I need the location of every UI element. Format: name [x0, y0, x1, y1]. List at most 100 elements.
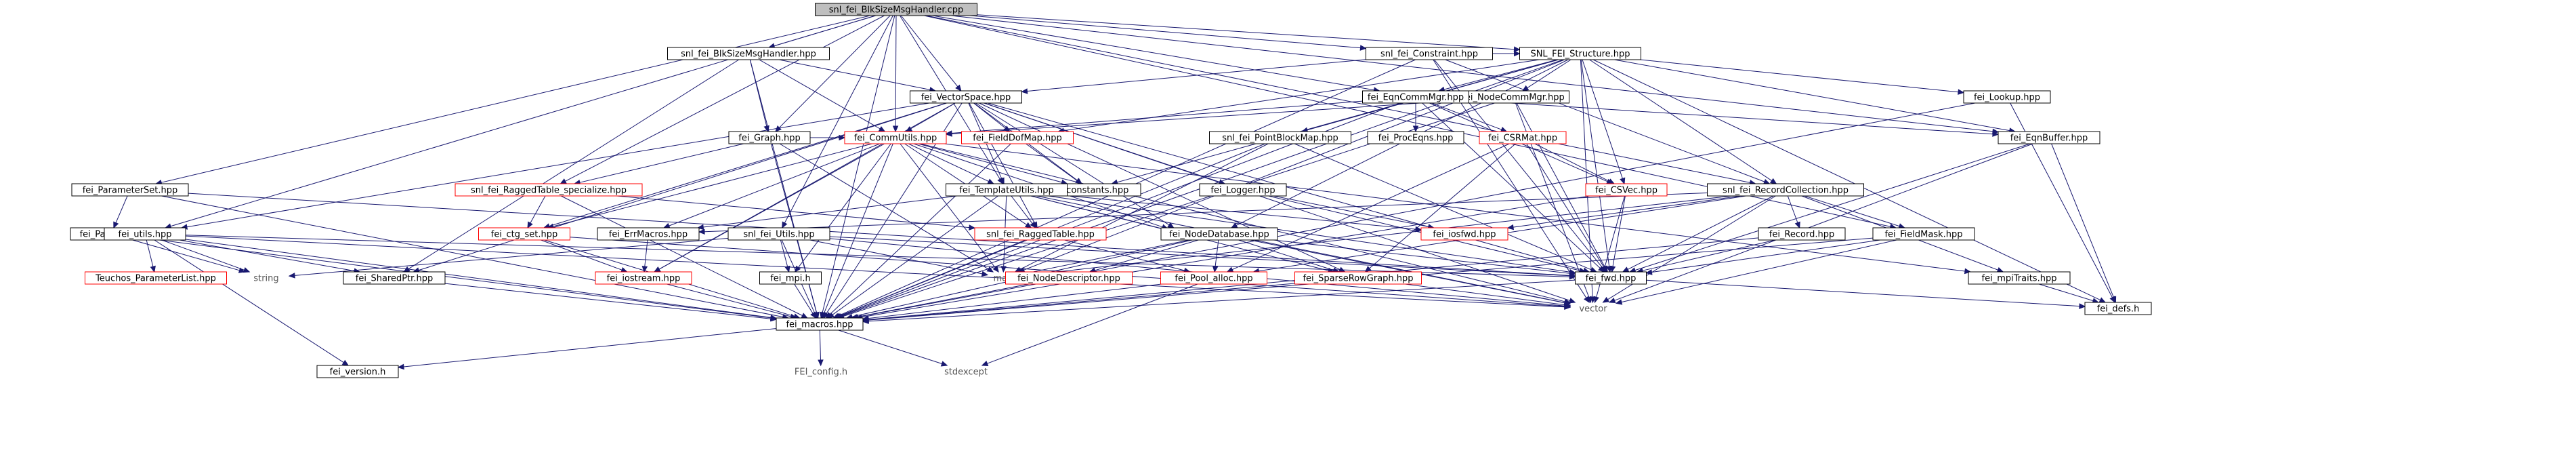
- graph-node-fmask[interactable]: fei_FieldMask.hpp: [1872, 227, 1975, 241]
- graph-node-tu[interactable]: fei_TemplateUtils.hpp: [946, 183, 1068, 197]
- node-box: [1294, 271, 1422, 285]
- graph-node-tpl[interactable]: Teuchos_ParameterList.hpp: [85, 271, 227, 285]
- edge-line: [868, 283, 1162, 319]
- graph-node-csrmat[interactable]: fei_CSRMat.hpp: [1479, 131, 1567, 144]
- edge-line: [1612, 195, 1626, 267]
- edge-eqnbuf-to-fwd: [1628, 143, 2031, 273]
- edge-rts-to-rtab: [616, 195, 976, 231]
- graph-node-errm[interactable]: fei_ErrMacros.hpp: [597, 227, 700, 241]
- graph-node-root[interactable]: snl_fei_BlkSizeMsgHandler.cpp: [815, 3, 977, 16]
- edge-arrowhead: [1615, 299, 1623, 305]
- edge-arrowhead: [1564, 302, 1571, 308]
- graph-node-stdexcept: stdexcept: [944, 367, 988, 378]
- graph-node-mpi[interactable]: fei_mpi.h: [759, 271, 822, 285]
- graph-node-ndb[interactable]: fei_NodeDatabase.hpp: [1160, 227, 1278, 241]
- edge-line: [951, 100, 1363, 134]
- graph-node-proc[interactable]: fei_ProcEqns.hpp: [1367, 131, 1464, 144]
- edge-root-to-rc: [926, 15, 1756, 186]
- edge-arrowhead: [998, 177, 1005, 185]
- graph-node-sp[interactable]: fei_SharedPtr.hpp: [343, 271, 446, 285]
- edge-line: [1621, 239, 1897, 303]
- graph-node-ctg[interactable]: fei_ctg_set.hpp: [478, 227, 570, 241]
- edge-line: [779, 15, 891, 128]
- edge-arrowhead: [1359, 45, 1367, 51]
- graph-node-vector: vector: [1579, 304, 1607, 315]
- edge-ecm-to-fwd: [1422, 102, 1605, 273]
- edge-line: [1589, 59, 1773, 182]
- graph-node-rtab[interactable]: snl_fei_RaggedTable.hpp: [974, 227, 1107, 241]
- edge-line: [1422, 102, 1601, 268]
- graph-node-struct[interactable]: SNL_FEI_Structure.hpp: [1519, 47, 1641, 60]
- edge-csrmat-to-pool: [1226, 143, 1510, 273]
- graph-node-macros[interactable]: fei_macros.hpp: [776, 317, 864, 331]
- node-label: fei_defs.h: [2097, 304, 2140, 315]
- graph-node-fdm[interactable]: fei_FieldDofMap.hpp: [961, 131, 1074, 144]
- edge-macros-to-config: [818, 330, 824, 367]
- graph-node-eqnbuf[interactable]: fei_EqnBuffer.hpp: [1998, 131, 2100, 144]
- graph-node-cons[interactable]: snl_fei_Constraint.hpp: [1366, 47, 1493, 60]
- edge-line: [1526, 143, 1605, 268]
- edge-pool-to-stdexcept: [981, 283, 1198, 367]
- graph-node-mpitraits[interactable]: fei_mpiTraits.hpp: [1968, 271, 2071, 285]
- edge-line: [161, 15, 870, 183]
- graph-node-nd[interactable]: fei_NodeDescriptor.hpp: [1005, 271, 1133, 285]
- edge-line: [703, 195, 957, 228]
- edge-line: [179, 239, 355, 272]
- node-box: [85, 271, 227, 285]
- edge-arrowhead: [992, 265, 999, 273]
- node-box: [1963, 90, 2051, 104]
- graph-node-vs[interactable]: fei_VectorSpace.hpp: [910, 90, 1022, 104]
- graph-node-iosfwd[interactable]: fei_iosfwd.hpp: [1420, 227, 1508, 241]
- node-box: [104, 227, 186, 241]
- edge-arrowhead: [113, 221, 119, 229]
- node-label: snl_fei_PointBlockMap.hpp: [1222, 134, 1338, 144]
- graph-node-ecm[interactable]: fei_EqnCommMgr.hpp: [1362, 90, 1469, 104]
- graph-node-rts[interactable]: snl_fei_RaggedTable_specialize.hpp: [455, 183, 643, 197]
- edge-line: [2039, 283, 2094, 302]
- graph-node-record[interactable]: fei_Record.hpp: [1758, 227, 1846, 241]
- edge-arrowhead: [1167, 222, 1175, 228]
- edge-line: [565, 15, 885, 182]
- edge-line: [151, 239, 772, 319]
- node-box: [727, 227, 830, 241]
- edge-line: [1431, 102, 1502, 130]
- graph-node-string: string: [253, 274, 278, 284]
- graph-node-logger[interactable]: fei_Logger.hpp: [1199, 183, 1287, 197]
- edge-line: [146, 239, 154, 267]
- node-box: [1005, 271, 1133, 285]
- edge-eqnbuf-to-defs: [2051, 143, 2117, 304]
- edge-sp-to-macros: [444, 283, 778, 322]
- edge-fmask-to-fwd: [1645, 239, 1881, 275]
- edge-arrowhead: [981, 271, 989, 277]
- graph-node-config: FEI_config.h: [795, 367, 847, 378]
- graph-node-pool[interactable]: fei_Pool_alloc.hpp: [1160, 271, 1267, 285]
- edge-arrowhead: [1500, 127, 1508, 132]
- graph-node-bsh[interactable]: snl_fei_BlkSizeMsgHandler.hpp: [667, 47, 830, 60]
- graph-node-lookup[interactable]: fei_Lookup.hpp: [1963, 90, 2051, 104]
- graph-node-fwd[interactable]: fei_fwd.hpp: [1575, 271, 1647, 285]
- edge-line: [1527, 59, 1571, 89]
- graph-node-defs[interactable]: fei_defs.h: [2084, 302, 2152, 315]
- node-box: [316, 365, 399, 378]
- graph-node-comm[interactable]: fei_CommUtils.hpp: [844, 131, 947, 144]
- graph-node-sutils[interactable]: snl_fei_Utils.hpp: [727, 227, 830, 241]
- node-label: fei_Logger.hpp: [1210, 186, 1275, 196]
- edge-line: [975, 102, 1170, 226]
- graph-node-version[interactable]: fei_version.h: [316, 365, 399, 378]
- edge-ps-to-macros: [161, 195, 789, 320]
- edge-arrowhead: [821, 311, 827, 319]
- edge-arrowhead: [698, 228, 705, 235]
- graph-node-csvec[interactable]: fei_CSVec.hpp: [1585, 183, 1668, 197]
- node-box: [1968, 271, 2071, 285]
- graph-node-rc[interactable]: snl_fei_RecordCollection.hpp: [1707, 183, 1864, 197]
- graph-node-graph[interactable]: fei_Graph.hpp: [728, 131, 811, 144]
- node-label: fei_NodeDescriptor.hpp: [1017, 274, 1120, 284]
- graph-node-ncm[interactable]: fei_NodeCommMgr.hpp: [1457, 90, 1569, 104]
- graph-node-pbm[interactable]: snl_fei_PointBlockMap.hpp: [1209, 131, 1351, 144]
- edge-arrowhead: [242, 267, 251, 273]
- graph-node-ps[interactable]: fei_ParameterSet.hpp: [71, 183, 189, 197]
- graph-node-utils[interactable]: fei_utils.hpp: [104, 227, 186, 241]
- graph-node-iostream[interactable]: fei_iostream.hpp: [595, 271, 692, 285]
- graph-node-srg[interactable]: fei_SparseRowGraph.hpp: [1294, 271, 1422, 285]
- node-box: [71, 183, 189, 197]
